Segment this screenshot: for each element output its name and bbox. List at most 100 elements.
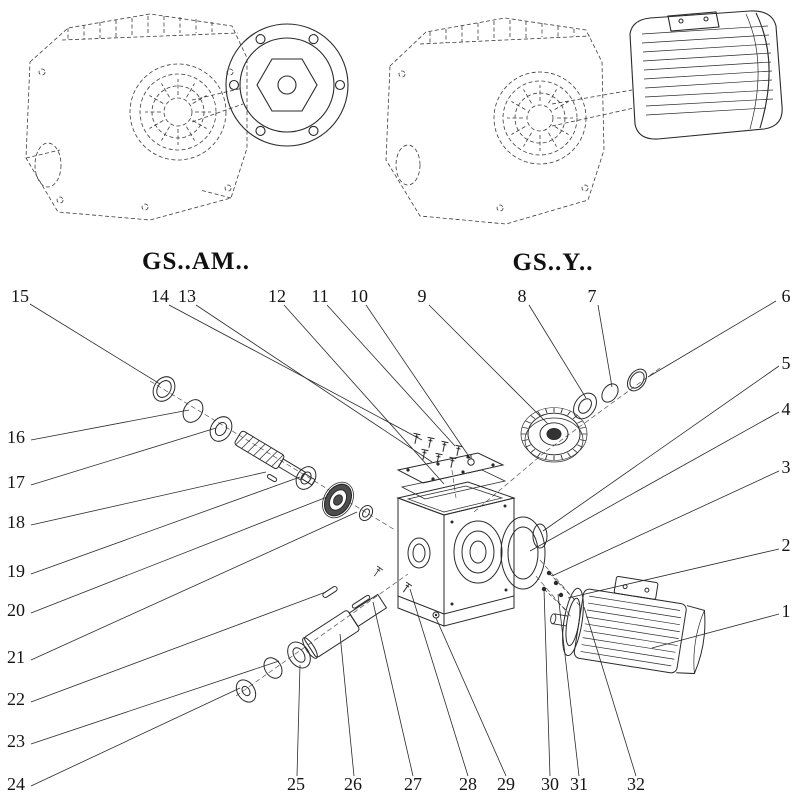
- flange-hex: [256, 58, 318, 112]
- callout-1: 1: [781, 601, 791, 621]
- gearbox-am-drawing: [25, 13, 349, 221]
- leader-line-17: [30, 427, 217, 486]
- leader-line-18: [30, 471, 267, 526]
- leader-line-32: [583, 606, 637, 777]
- oil-seal-5: [532, 523, 548, 549]
- callout-25: 25: [287, 774, 305, 794]
- motor-drawing: [629, 10, 783, 140]
- callout-5: 5: [781, 353, 791, 373]
- leader-line-6: [647, 300, 777, 378]
- callout-23: 23: [7, 731, 25, 751]
- callout-19: 19: [7, 561, 25, 581]
- terminal-box: [667, 11, 720, 32]
- motor-pinion-32: [550, 613, 568, 627]
- leader-line-26: [339, 633, 355, 777]
- leader-line-13: [195, 304, 433, 463]
- housing-outline: [25, 13, 248, 221]
- leader-line-24: [30, 687, 241, 787]
- callout-2: 2: [781, 535, 791, 555]
- leader-line-16: [30, 409, 190, 441]
- leader-line-25: [296, 664, 301, 777]
- bearing-19: [295, 466, 317, 490]
- washer-24: [235, 679, 257, 703]
- callout-16: 16: [7, 427, 25, 447]
- fan-cowl: [676, 605, 706, 675]
- leader-line-28: [409, 588, 469, 777]
- callout-26: 26: [344, 774, 362, 794]
- leader-line-30: [543, 588, 551, 777]
- variant-label-gs-y: GS..Y..: [512, 249, 594, 276]
- callout-18: 18: [7, 512, 25, 532]
- snap-ring-7: [601, 383, 619, 403]
- cooling-fins: [67, 16, 213, 40]
- leader-line-20: [30, 496, 328, 614]
- worm-thread: [235, 432, 284, 467]
- leader-line-19: [30, 476, 301, 575]
- shaft-starburst: [507, 85, 573, 151]
- gear-housing: [396, 481, 516, 627]
- leader-line-31: [557, 593, 580, 777]
- screw-28: [399, 581, 413, 595]
- gasket-12: [400, 469, 507, 500]
- callout-14: 14: [151, 286, 169, 306]
- vent-plug-10: [467, 455, 475, 466]
- worm-gear-20: [322, 481, 354, 519]
- callout-20: 20: [7, 600, 25, 620]
- bearing-8: [573, 392, 597, 420]
- leader-line-12: [283, 304, 445, 485]
- callout-31: 31: [570, 774, 588, 794]
- cooling-fins: [429, 20, 575, 44]
- leader-line-29: [435, 617, 507, 777]
- gearbox-y-drawing: [385, 10, 783, 225]
- callout-3: 3: [781, 457, 791, 477]
- screw-small: [370, 565, 384, 579]
- leader-line-3: [551, 470, 780, 577]
- callout-11: 11: [311, 286, 329, 306]
- output-flange-drawing: [225, 23, 349, 147]
- callout-22: 22: [7, 689, 25, 709]
- fan-cowl: [755, 12, 770, 129]
- callout-6: 6: [781, 286, 791, 306]
- leader-line-11: [326, 304, 456, 447]
- spacer-21: [358, 504, 374, 522]
- motor-fins: [580, 595, 682, 667]
- callout-9: 9: [417, 286, 427, 306]
- plug-29: [432, 611, 440, 619]
- callout-28: 28: [459, 774, 477, 794]
- bearing-17: [209, 416, 233, 442]
- helical-gear-9: [521, 408, 587, 463]
- leader-line-7: [597, 304, 613, 388]
- leader-line-1: [651, 613, 780, 649]
- leader-line-22: [30, 591, 327, 703]
- flange-bolts: [541, 570, 576, 613]
- output-flange-4: [500, 516, 546, 590]
- leader-line-9: [428, 304, 549, 425]
- callout-21: 21: [7, 647, 25, 667]
- key-22: [322, 586, 338, 598]
- leader-line-5: [542, 365, 780, 532]
- callout-24: 24: [7, 774, 25, 794]
- housing-outline: [385, 17, 605, 225]
- shaft-starburst: [145, 79, 211, 145]
- leader-line-21: [30, 511, 358, 661]
- motor-fins: [641, 25, 774, 116]
- motor-assembly: [550, 575, 706, 675]
- terminal-box: [613, 575, 659, 600]
- callout-13: 13: [178, 286, 196, 306]
- input-shaft-lines: [551, 89, 635, 127]
- callout-29: 29: [497, 774, 515, 794]
- leader-line-15: [29, 303, 161, 385]
- seal-ring-15: [152, 376, 176, 402]
- leader-line-27: [372, 601, 414, 777]
- leader-line-14: [168, 304, 423, 441]
- exploded-view: [149, 367, 706, 703]
- leader-line-10: [365, 304, 471, 459]
- leader-line-4: [529, 411, 780, 552]
- callout-4: 4: [781, 399, 791, 419]
- callout-leader-lines: [29, 300, 780, 787]
- input-shaft-lines: [191, 87, 244, 123]
- snap-ring-16: [182, 399, 204, 423]
- callout-30: 30: [541, 774, 559, 794]
